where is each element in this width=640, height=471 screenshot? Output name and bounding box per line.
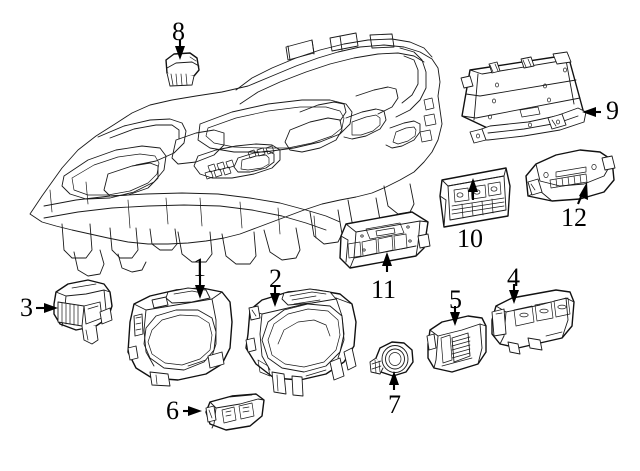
callout-label-4: 4 — [507, 263, 520, 292]
callout-label-2: 2 — [269, 264, 282, 293]
callout-label-8: 8 — [172, 17, 185, 46]
part-4-multi-function-switch — [491, 289, 575, 355]
part-6-seat-heater-switch — [205, 393, 265, 431]
callout-label-9: 9 — [606, 96, 619, 125]
part-instrument-panel-carrier — [29, 32, 443, 277]
part-8-hazard-warning-switch — [165, 52, 200, 87]
leader-lines — [36, 40, 601, 416]
callout-label-3: 3 — [20, 293, 33, 322]
part-2-cluster-trim-bezel — [245, 288, 357, 397]
part-3-headlamp-switch-module — [53, 279, 113, 345]
part-1-instrument-cluster — [127, 287, 233, 387]
callout-label-6: 6 — [166, 396, 179, 425]
callout-label-11: 11 — [371, 275, 397, 304]
callout-label-12: 12 — [561, 203, 587, 232]
callout-label-7: 7 — [388, 390, 401, 419]
part-5-dimmer-switch — [426, 315, 487, 373]
callout-label-1: 1 — [193, 253, 206, 282]
part-11-control-module — [339, 211, 431, 269]
part-10-fuse-relay-block — [439, 167, 511, 228]
part-9-display-mounting-bracket — [460, 51, 587, 144]
callout-label-5: 5 — [449, 285, 462, 314]
callout-label-10: 10 — [457, 224, 483, 253]
part-12-climate-control-panel — [525, 149, 616, 202]
part-7-ignition-start-button — [369, 341, 414, 377]
